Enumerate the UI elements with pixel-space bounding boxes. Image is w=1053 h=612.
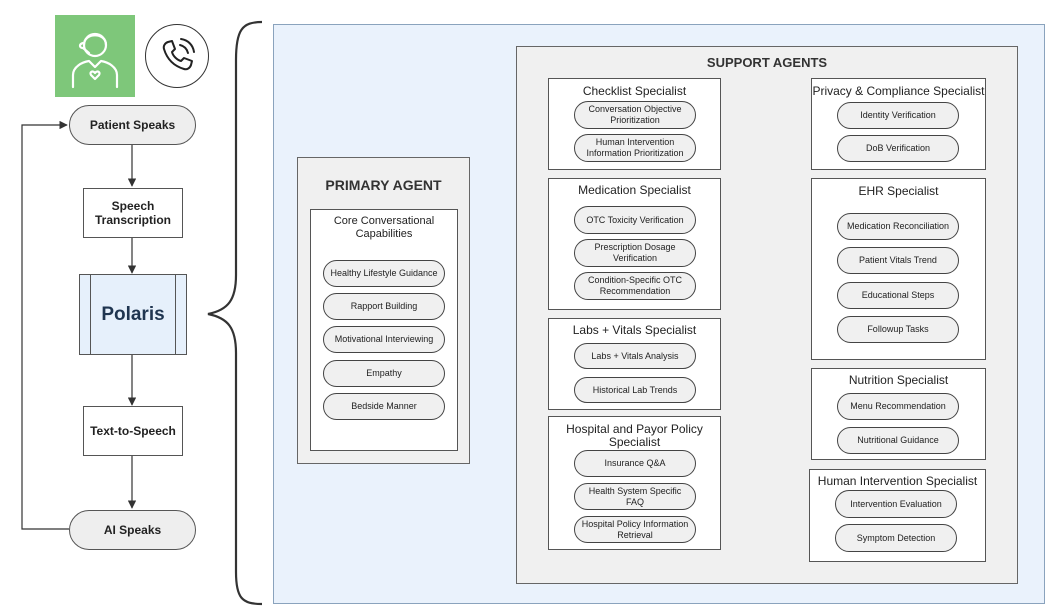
text-to-speech-node: Text-to-Speech — [83, 406, 183, 456]
human-item-pill: Intervention Evaluation — [835, 490, 957, 518]
nutrition-specialist-box: Nutrition Specialist Menu Recommendation… — [811, 368, 986, 460]
support-agents-title: SUPPORT AGENTS — [706, 55, 828, 70]
hospital-item-pill: Hospital Policy Information Retrieval — [574, 516, 696, 543]
checklist-item-pill: Conversation Objective Prioritization — [574, 101, 696, 129]
medication-specialist-title: Medication Specialist — [578, 183, 691, 197]
labs-vitals-specialist-box: Labs + Vitals Specialist Labs + Vitals A… — [548, 318, 721, 410]
labs-item-pill: Historical Lab Trends — [574, 377, 696, 403]
polaris-right-bar — [175, 275, 176, 354]
capability-pill: Healthy Lifestyle Guidance — [323, 260, 445, 287]
hospital-policy-specialist-box: Hospital and Payor Policy Specialist Ins… — [548, 416, 721, 550]
medication-item-pill: Condition-Specific OTC Recommendation — [574, 272, 696, 300]
ai-speaks-node: AI Speaks — [69, 510, 196, 550]
labs-vitals-specialist-title: Labs + Vitals Specialist — [572, 323, 697, 337]
human-item-pill: Symptom Detection — [835, 524, 957, 552]
speech-transcription-node: Speech Transcription — [83, 188, 183, 238]
primary-agent-box: PRIMARY AGENT Core Conversational Capabi… — [297, 157, 470, 464]
polaris-label: Polaris — [101, 303, 165, 325]
loop-back-arrow — [21, 120, 69, 530]
ehr-specialist-title: EHR Specialist — [858, 184, 939, 198]
medication-item-pill: OTC Toxicity Verification — [574, 206, 696, 234]
nutrition-item-pill: Menu Recommendation — [837, 393, 959, 420]
ehr-item-pill: Medication Reconciliation — [837, 213, 959, 240]
medication-item-pill: Prescription Dosage Verification — [574, 239, 696, 267]
ehr-item-pill: Educational Steps — [837, 282, 959, 309]
ehr-item-pill: Patient Vitals Trend — [837, 247, 959, 274]
nutrition-item-pill: Nutritional Guidance — [837, 427, 959, 454]
core-capabilities-title: Core Conversational Capabilities — [333, 215, 435, 240]
phone-call-icon — [145, 24, 209, 88]
polaris-node: Polaris — [79, 274, 187, 355]
medication-specialist-box: Medication Specialist OTC Toxicity Verif… — [548, 178, 721, 310]
capability-pill: Motivational Interviewing — [323, 326, 445, 353]
primary-agent-title: PRIMARY AGENT — [325, 177, 442, 193]
checklist-specialist-title: Checklist Specialist — [582, 84, 687, 98]
checklist-specialist-box: Checklist Specialist Conversation Object… — [548, 78, 721, 170]
hospital-item-pill: Insurance Q&A — [574, 450, 696, 477]
core-capabilities-box: Core Conversational Capabilities Healthy… — [310, 209, 458, 451]
hospital-policy-specialist-title: Hospital and Payor Policy Specialist — [566, 422, 703, 449]
nutrition-specialist-title: Nutrition Specialist — [848, 373, 949, 387]
privacy-item-pill: DoB Verification — [837, 135, 959, 162]
nurse-avatar-icon — [55, 15, 135, 97]
polaris-left-bar — [90, 275, 91, 354]
privacy-specialist-title: Privacy & Compliance Specialist — [812, 84, 985, 98]
privacy-item-pill: Identity Verification — [837, 102, 959, 129]
ehr-item-pill: Followup Tasks — [837, 316, 959, 343]
ehr-specialist-box: EHR Specialist Medication Reconciliation… — [811, 178, 986, 360]
capability-pill: Rapport Building — [323, 293, 445, 320]
privacy-specialist-box: Privacy & Compliance Specialist Identity… — [811, 78, 986, 170]
curly-brace — [207, 20, 263, 606]
capability-pill: Bedside Manner — [323, 393, 445, 420]
capability-pill: Empathy — [323, 360, 445, 387]
checklist-item-pill: Human Intervention Information Prioritiz… — [574, 134, 696, 162]
labs-item-pill: Labs + Vitals Analysis — [574, 343, 696, 369]
human-intervention-specialist-box: Human Intervention Specialist Interventi… — [809, 469, 986, 562]
hospital-item-pill: Health System Specific FAQ — [574, 483, 696, 510]
patient-speaks-node: Patient Speaks — [69, 105, 196, 145]
human-intervention-specialist-title: Human Intervention Specialist — [817, 474, 978, 488]
